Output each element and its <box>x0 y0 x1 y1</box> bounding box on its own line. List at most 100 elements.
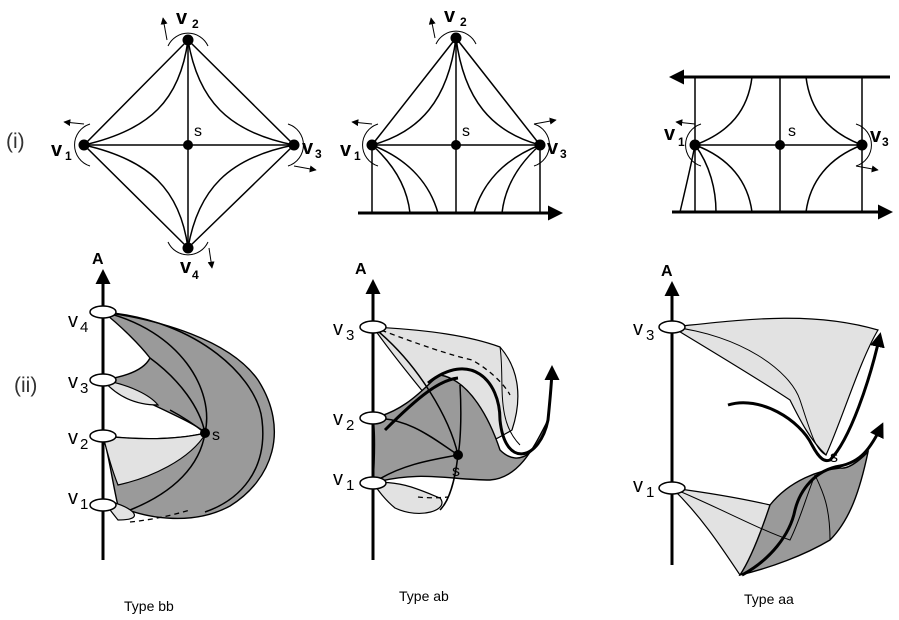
sheet-curve <box>671 474 816 541</box>
light-sheet <box>101 379 160 406</box>
level-label-v4-sub: 4 <box>80 319 88 336</box>
flow-curve <box>371 144 411 214</box>
flow-curve <box>694 144 717 213</box>
label-v2-sub: 2 <box>192 17 199 31</box>
level-label-v2-sub: 2 <box>346 417 354 434</box>
level-label-v3-sub: 3 <box>346 327 354 344</box>
label-v4: v <box>180 256 192 278</box>
light-sheet <box>670 317 879 457</box>
vertex-v3 <box>856 139 868 151</box>
sheet-edge <box>727 332 885 463</box>
label-v2: v <box>176 7 188 29</box>
rotation-arrow <box>63 119 85 127</box>
label-s: s <box>788 123 796 140</box>
top-diagram-aa: v 1 v 3 s <box>664 69 893 220</box>
level-label-v3: v <box>333 318 343 340</box>
level-ring-v1 <box>89 498 117 512</box>
vertex-v3 <box>288 139 300 151</box>
rotation-arc <box>855 123 872 167</box>
label-v4-sub: 4 <box>192 268 199 282</box>
label-v3: v <box>302 137 314 159</box>
rotation-arc <box>287 123 304 167</box>
label-v1: v <box>340 139 352 161</box>
vertex-v1 <box>78 139 90 151</box>
bottom-diagram-bb: A s v 4 v 3 v 2 v 1 Type bb <box>68 251 275 614</box>
label-v3-sub: 3 <box>560 147 567 161</box>
label-v1: v <box>51 139 63 161</box>
label-v2: v <box>444 5 456 27</box>
bottom-diagram-aa: A s v 3 v 1 Type aa <box>633 263 885 607</box>
label-v1-sub: 1 <box>678 135 685 149</box>
sheet-curve <box>102 311 208 434</box>
saddle-s <box>200 428 210 438</box>
edge-v1-v2 <box>371 37 457 146</box>
rotation-arrow <box>160 17 168 41</box>
sheet-curve <box>499 346 521 446</box>
label-v1-sub: 1 <box>65 149 72 163</box>
rotation-arrow <box>855 165 879 173</box>
flow-curve <box>371 37 457 146</box>
caption-type-aa: Type aa <box>744 591 794 607</box>
flow-curve <box>694 144 753 213</box>
label-s: s <box>462 123 470 140</box>
rotation-arrow <box>428 17 436 39</box>
level-label-v1-sub: 1 <box>646 484 654 501</box>
sheet-edge <box>741 422 884 577</box>
sheet-curve <box>814 474 831 541</box>
rotation-arc <box>167 241 209 256</box>
light-sheet <box>102 432 208 486</box>
label-v1: v <box>664 123 676 145</box>
sheet-curve <box>671 326 827 456</box>
flow-curve <box>694 76 753 146</box>
hidden-curve <box>372 326 511 396</box>
axis-label: A <box>661 263 673 280</box>
level-label-v1: v <box>333 468 343 490</box>
label-v2-sub: 2 <box>460 15 467 29</box>
label-s: s <box>452 463 460 480</box>
rotation-arc <box>435 30 477 45</box>
rotation-arc <box>685 123 702 167</box>
label-v3-sub: 3 <box>882 135 889 149</box>
label-s: s <box>212 427 220 444</box>
caption-type-bb: Type bb <box>124 598 174 614</box>
axis-label: A <box>92 251 104 268</box>
level-ring-v1 <box>658 481 686 495</box>
flow-curve <box>805 144 863 213</box>
label-s: s <box>194 123 202 140</box>
saddle-s <box>775 140 785 150</box>
caption-type-ab: Type ab <box>399 588 449 604</box>
flow-curve <box>371 144 439 214</box>
rotation-arrow <box>293 165 317 173</box>
saddle-s <box>453 450 463 460</box>
hidden-curve <box>129 509 191 523</box>
level-label-v3-sub: 3 <box>80 380 88 397</box>
level-ring-v1 <box>359 476 387 490</box>
rotation-arrow <box>351 119 373 127</box>
outer-curve <box>102 311 264 513</box>
sheet-edge <box>383 376 459 432</box>
rotation-arrow <box>533 117 557 125</box>
sheet-edge <box>427 365 560 456</box>
level-label-v1: v <box>633 475 643 497</box>
flow-curve <box>187 39 295 146</box>
sheet-curve <box>372 326 459 456</box>
axis-label: A <box>355 261 367 278</box>
vertex-v4 <box>182 242 194 254</box>
flow-curve <box>679 144 696 213</box>
level-label-v2: v <box>333 408 343 430</box>
level-label-v1-sub: 1 <box>346 477 354 494</box>
vertex-v2 <box>450 32 462 44</box>
sheet-curve <box>149 357 206 434</box>
vertex-v2 <box>182 34 194 46</box>
edge-v2-v3 <box>455 37 541 146</box>
light-sheet <box>371 481 443 515</box>
level-label-v2: v <box>68 427 78 449</box>
level-ring-v4 <box>89 305 117 319</box>
level-label-v3: v <box>633 318 643 340</box>
vertex-v1 <box>366 139 378 151</box>
saddle-s <box>451 140 461 150</box>
flow-curve <box>187 144 295 249</box>
level-label-v1: v <box>68 487 78 509</box>
flow-curve <box>473 144 541 214</box>
